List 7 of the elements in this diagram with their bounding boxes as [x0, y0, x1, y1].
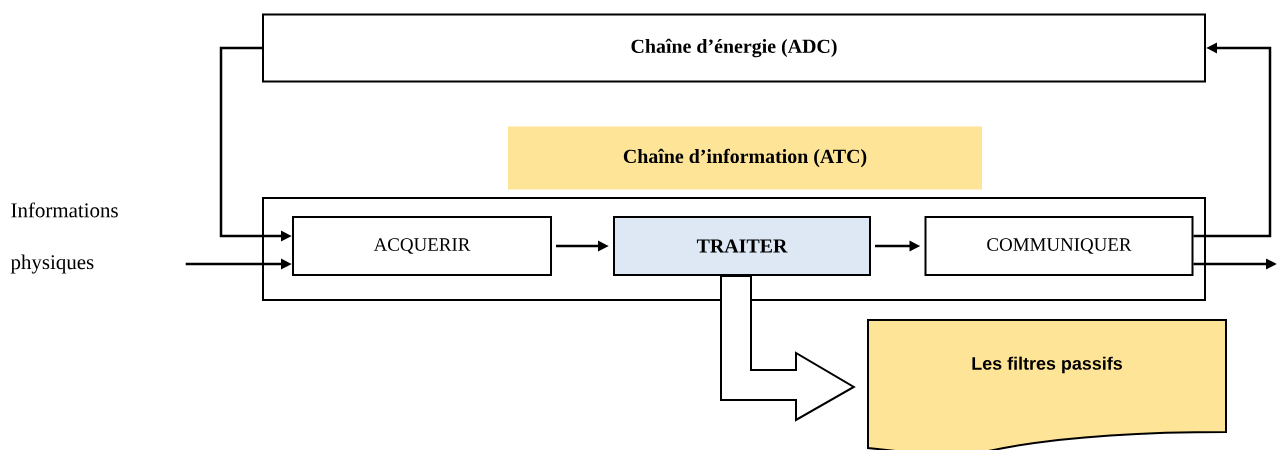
- process-box: COMMUNIQUER: [924, 216, 1194, 276]
- node-label: Chaîne d’information (ATC): [623, 148, 867, 168]
- process-box: ACQUERIR: [292, 216, 552, 276]
- input-label: Informations physiques: [10, 202, 118, 274]
- block-arrow: [720, 275, 856, 422]
- energy-chain-box: Chaîne d’énergie (ADC): [262, 13, 1206, 83]
- process-box: TRAITER: [613, 216, 871, 276]
